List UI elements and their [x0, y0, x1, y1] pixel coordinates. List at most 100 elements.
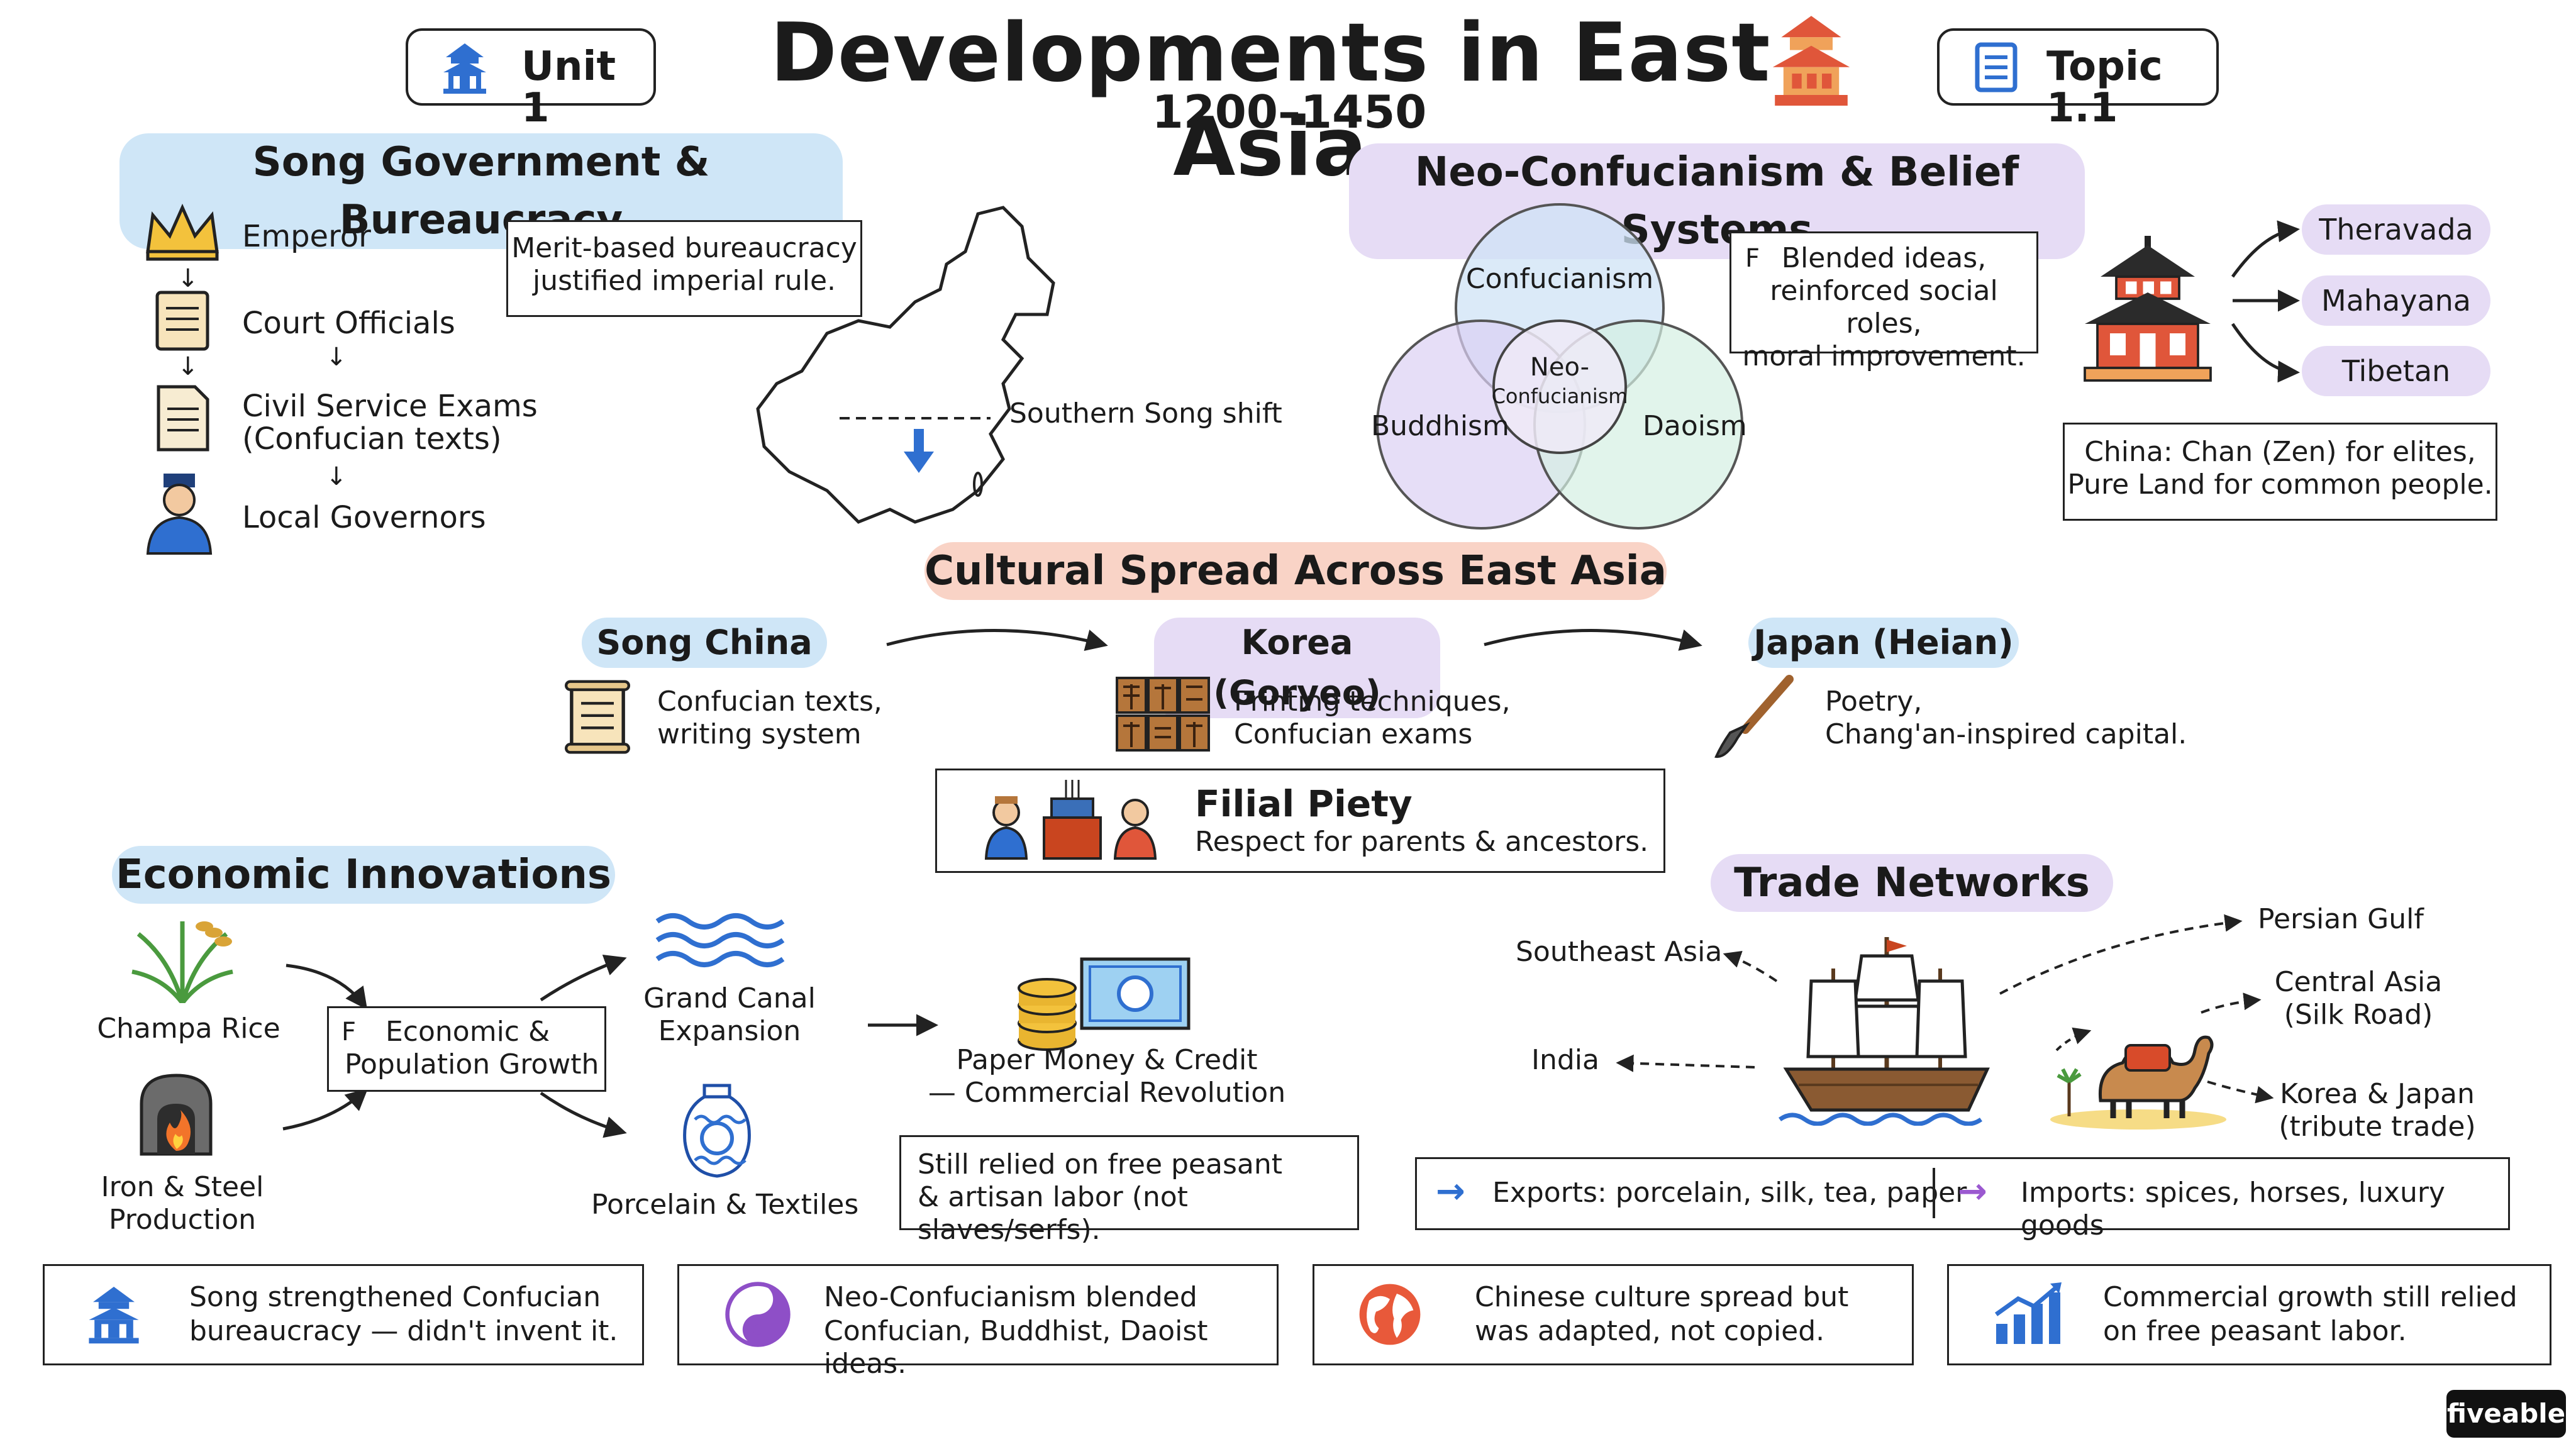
japan-line1: Poetry,	[1825, 686, 1923, 718]
crown-icon	[146, 203, 219, 261]
junk-ship-icon	[1778, 937, 1990, 1126]
filial-piety-box: Filial Piety Respect for parents & ances…	[935, 769, 1665, 873]
summary-4-line1: Commercial growth still relied	[2103, 1281, 2518, 1313]
growth-mark: F	[341, 1018, 357, 1046]
korea-line2: Confucian exams	[1234, 718, 1473, 750]
hierarchy-local-governors: Local Governors	[242, 500, 486, 535]
yin-yang-icon	[725, 1282, 791, 1347]
blended-note: F Blended ideas, reinforced social roles…	[1729, 231, 2038, 372]
economic-heading: Economic Innovations	[112, 846, 615, 904]
hierarchy-arrow: ↓	[177, 352, 199, 381]
branch-tibetan: Tibetan	[2302, 346, 2490, 396]
southern-song-label: Southern Song shift	[1009, 397, 1282, 430]
china-note-line2: Pure Land for common people.	[2067, 469, 2493, 501]
hierarchy-civil-service-exams: Civil Service Exams	[242, 389, 538, 424]
blended-note-line3: moral improvement.	[1742, 340, 2026, 372]
unit-badge: Unit 1	[406, 28, 656, 129]
scroll-icon	[155, 291, 209, 351]
arrow-right-icon: →	[1958, 1171, 1987, 1212]
imports-text: Imports: spices, horses, luxury goods	[2021, 1177, 2445, 1241]
date-range: 1200–1450	[1152, 86, 1427, 138]
exports-text: Exports: porcelain, silk, tea, paper	[1492, 1177, 1967, 1209]
trade-korea-japan-line2: (tribute trade)	[2279, 1111, 2476, 1143]
grand-canal-line2: Expansion	[658, 1015, 801, 1047]
hierarchy-arrow: ↓	[326, 462, 347, 491]
china-map	[756, 206, 1055, 524]
trade-heading: Trade Networks	[1711, 854, 2113, 912]
arrow-right-icon: →	[1436, 1171, 1465, 1212]
porcelain-vase-icon	[683, 1084, 751, 1178]
printing-blocks-icon	[1116, 677, 1210, 752]
temple-icon	[89, 1287, 139, 1344]
growth-line1: Economic &	[386, 1016, 550, 1048]
economic-growth-box: F Economic & Population Growth	[327, 1006, 606, 1092]
labor-note-line1: Still relied on free peasant	[918, 1148, 1282, 1180]
summary-card-3: Chinese culture spread but was adapted, …	[1313, 1264, 1914, 1365]
camel-icon	[2050, 1035, 2226, 1130]
filial-piety-title: Filial Piety	[1195, 782, 1413, 825]
free-labor-note: Still relied on free peasant & artisan l…	[899, 1135, 1359, 1246]
hierarchy-arrow: ↓	[326, 343, 347, 372]
trade-india: India	[1531, 1044, 1599, 1076]
blended-note-line1: Blended ideas,	[1781, 242, 1987, 274]
summary-1-line2: bureaucracy — didn't invent it.	[189, 1315, 618, 1347]
song-china-line2: writing system	[657, 718, 862, 750]
porcelain-textiles-label: Porcelain & Textiles	[591, 1189, 859, 1221]
china-note-line1: China: Chan (Zen) for elites,	[2084, 436, 2476, 468]
scroll-icon	[1975, 42, 2018, 92]
growth-chart-icon	[1994, 1282, 2062, 1344]
summary-card-2: Neo-Confucianism blended Confucian, Budd…	[677, 1264, 1279, 1380]
official-icon	[146, 474, 213, 555]
song-china-line1: Confucian texts,	[657, 686, 882, 718]
hierarchy-confucian-texts: (Confucian texts)	[242, 421, 502, 457]
exports-imports-box: → Exports: porcelain, silk, tea, paper →…	[1415, 1157, 2510, 1241]
iron-steel-line1: Iron & Steel	[101, 1171, 264, 1203]
money-icon	[1018, 957, 1191, 1051]
document-icon	[157, 385, 209, 452]
hierarchy-court-officials: Court Officials	[242, 306, 455, 341]
paper-money-line2: — Commercial Revolution	[928, 1077, 1286, 1109]
summary-2-line1: Neo-Confucianism blended	[824, 1281, 1197, 1313]
scroll-icon	[565, 680, 630, 754]
growth-line2: Population Growth	[345, 1048, 599, 1080]
belief-venn-diagram	[1376, 203, 1743, 530]
labor-note-line2: & artisan labor (not slaves/serfs).	[918, 1181, 1188, 1246]
rice-plant-icon	[131, 921, 233, 1003]
champa-rice-label: Champa Rice	[97, 1013, 280, 1045]
branch-theravada: Theravada	[2302, 204, 2490, 255]
filial-piety-text: Respect for parents & ancestors.	[1195, 826, 1649, 858]
venn-confucianism: Confucianism	[1465, 263, 1654, 295]
trade-korea-japan-line1: Korea & Japan	[2280, 1078, 2475, 1110]
topic-label: Topic 1.1	[2046, 43, 2163, 131]
korea-line1: Printing techniques,	[1234, 686, 1511, 718]
trade-persian-gulf: Persian Gulf	[2258, 903, 2424, 935]
grand-canal-line1: Grand Canal	[643, 982, 816, 1014]
hierarchy-emperor: Emperor	[242, 219, 371, 254]
stage-song-china: Song China	[582, 618, 827, 668]
summary-1-line1: Song strengthened Confucian	[189, 1281, 601, 1313]
merit-note-line1: Merit-based bureaucracy	[511, 232, 857, 264]
summary-card-4: Commercial growth still relied on free p…	[1947, 1264, 2551, 1365]
summary-3-line2: was adapted, not copied.	[1475, 1315, 1825, 1347]
merit-note: Merit-based bureaucracy justified imperi…	[506, 220, 862, 317]
pagoda-icon	[1772, 16, 1850, 106]
trade-central-asia-line1: Central Asia	[2274, 966, 2443, 998]
temple-icon	[443, 43, 486, 94]
temple-icon	[2084, 236, 2212, 382]
trade-southeast-asia: Southeast Asia	[1516, 936, 1723, 968]
cultural-heading: Cultural Spread Across East Asia	[924, 542, 1667, 600]
hierarchy-arrow: ↓	[177, 264, 199, 293]
venn-buddhism: Buddhism	[1371, 410, 1509, 442]
paper-money-line1: Paper Money & Credit	[956, 1044, 1258, 1076]
topic-badge: Topic 1.1	[1937, 28, 2219, 129]
water-waves-icon	[655, 913, 785, 967]
iron-steel-line2: Production	[108, 1204, 257, 1236]
furnace-icon	[140, 1074, 213, 1156]
ancestor-shrine-icon	[984, 780, 1157, 860]
merit-note-line2: justified imperial rule.	[532, 265, 836, 297]
note-mark: F	[1745, 244, 1760, 273]
branch-mahayana: Mahayana	[2302, 275, 2490, 326]
japan-line2: Chang'an-inspired capital.	[1825, 718, 2187, 750]
brand-logo: fiveable	[2446, 1390, 2566, 1438]
